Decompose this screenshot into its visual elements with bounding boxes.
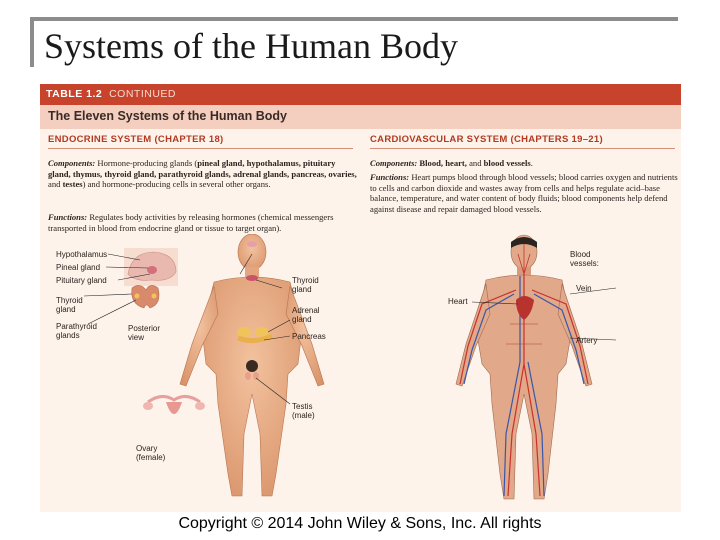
table-continued: CONTINUED (109, 88, 176, 100)
ovary-inset-illustration (143, 395, 205, 414)
endocrine-components-text-1: Hormone-producing glands ( (95, 158, 198, 168)
table-caption: The Eleven Systems of the Human Body (48, 109, 287, 123)
label-blood-vessels: Blood vessels: (570, 250, 599, 268)
cardio-functions: Functions: Heart pumps blood through blo… (370, 172, 678, 215)
label-vein: Vein (576, 284, 592, 293)
copyright-notice: Copyright © 2014 John Wiley & Sons, Inc.… (178, 515, 542, 532)
cardio-components-label: Components: (370, 158, 418, 168)
label-thyroid-gland-right: Thyroid gland (292, 276, 319, 294)
title-frame-left-rule (30, 17, 34, 67)
table-number-label: TABLE 1.2 CONTINUED (46, 88, 176, 100)
label-adrenal-gland: Adrenal gland (292, 306, 320, 324)
cardio-heading-rule (370, 148, 675, 149)
label-testis: Testis (male) (292, 402, 315, 420)
endocrine-components-text-2: ) and hormone-producing cells in several… (82, 179, 271, 190)
cardio-functions-label: Functions: (370, 172, 410, 182)
cardio-components-bold: Blood, heart, (417, 158, 467, 168)
endocrine-functions-text: Regulates body activities by releasing h… (48, 212, 334, 233)
cardio-heading: CARDIOVASCULAR SYSTEM (CHAPTERS 19–21) (370, 134, 603, 145)
textbook-table-panel: TABLE 1.2 CONTINUED The Eleven Systems o… (40, 84, 681, 512)
label-ovary: Ovary (female) (136, 444, 166, 462)
thyroid-inset-illustration (131, 285, 160, 309)
endocrine-components-bold: pineal gland, hypothalamus, pituitary gl… (48, 158, 357, 179)
label-heart: Heart (448, 297, 468, 306)
title-frame-top-rule (30, 17, 678, 21)
cardio-components: Components: Blood, heart, and blood vess… (370, 158, 678, 169)
cardio-functions-text: Heart pumps blood through blood vessels;… (370, 172, 678, 215)
label-pancreas: Pancreas (292, 332, 326, 341)
table-header-bar: TABLE 1.2 CONTINUED (40, 84, 681, 105)
endocrine-functions-label: Functions: (48, 212, 88, 222)
blood-vessel-network (459, 244, 589, 497)
label-posterior-view: Posterior view (128, 324, 161, 342)
heart-illustration (516, 296, 534, 320)
endocrine-components-label: Components: (48, 158, 96, 168)
label-pituitary-gland: Pituitary gland (56, 276, 107, 285)
cardio-components-and: and (466, 158, 484, 168)
table-caption-bar: The Eleven Systems of the Human Body (40, 105, 681, 129)
slide-title: Systems of the Human Body (44, 26, 458, 66)
endocrine-heading-rule (48, 148, 353, 149)
label-artery: Artery (576, 336, 598, 345)
endocrine-components: Components: Hormone-producing glands (pi… (48, 158, 358, 190)
cardio-components-end: . (530, 158, 533, 168)
endocrine-functions: Functions: Regulates body activities by … (48, 212, 358, 233)
label-thyroid-gland-left: Thyroid gland (56, 296, 83, 314)
male-figure-illustration (179, 234, 325, 497)
label-hypothalamus: Hypothalamus (56, 250, 108, 259)
cardiovascular-figure (455, 234, 617, 500)
cardio-components-bold-2: blood vessels (483, 158, 531, 168)
endocrine-heading: ENDOCRINE SYSTEM (CHAPTER 18) (48, 134, 224, 145)
label-parathyroid-glands: Parathyroid glands (56, 322, 97, 340)
label-pineal-gland: Pineal gland (56, 263, 101, 272)
table-number: TABLE 1.2 (46, 88, 103, 100)
endocrine-components-bold-2: testes (62, 179, 83, 190)
brain-inset-illustration (124, 248, 178, 286)
endocrine-components-and: and (48, 179, 63, 190)
endocrine-figure (83, 234, 325, 497)
